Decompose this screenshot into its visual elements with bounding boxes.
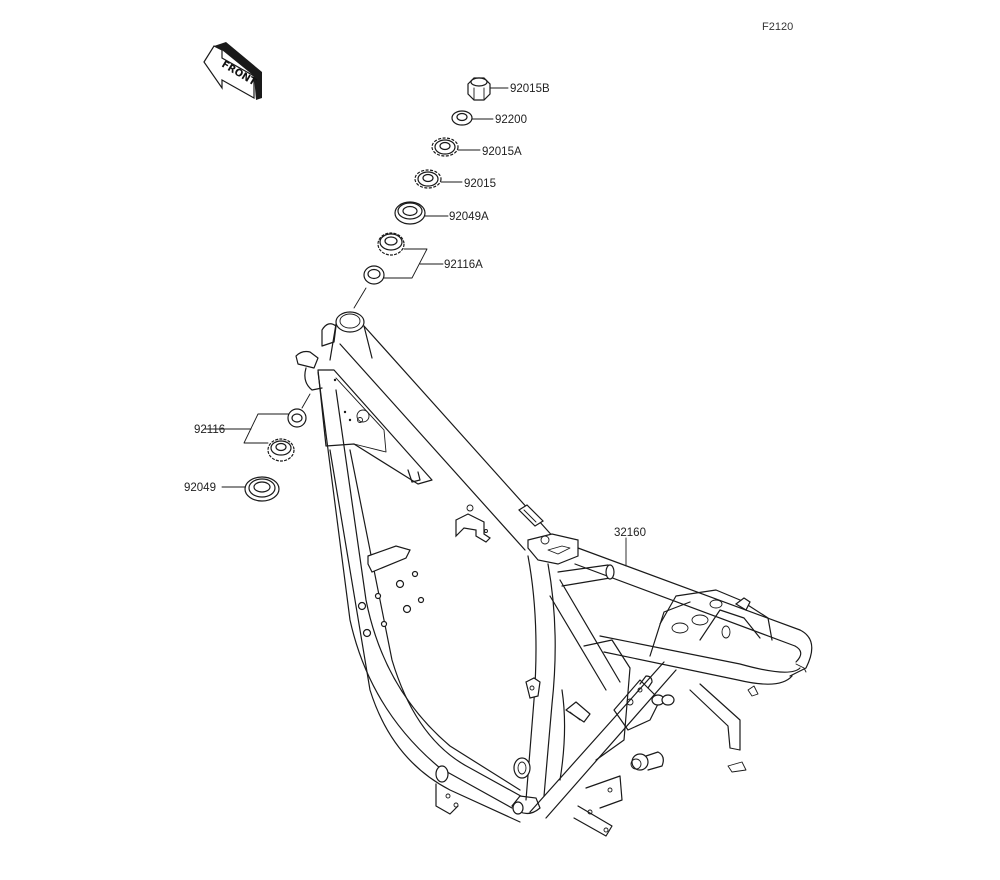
part-92015[interactable] [414,169,463,189]
callout-92015A: 92015A [482,146,522,158]
front-arrow-icon: FRONT [203,42,262,100]
part-92015A[interactable] [431,137,481,157]
part-92200[interactable] [451,110,494,126]
callout-92116: 92116 [194,424,225,436]
callout-92049A: 92049A [449,211,489,223]
callout-92116A: 92116A [444,259,483,271]
part-92015B[interactable] [467,77,509,101]
frame-32160[interactable] [295,311,813,837]
callout-92015: 92015 [464,178,496,190]
callout-92015B: 92015B [510,83,550,95]
part-92049[interactable] [221,476,280,502]
part-92116[interactable] [204,393,311,462]
figure-code: F2120 [762,21,793,33]
part-92049A[interactable] [394,201,449,225]
callout-92200: 92200 [495,114,527,126]
part-92116A[interactable] [363,232,444,285]
callout-92049: 92049 [184,482,216,494]
callout-32160: 32160 [614,527,646,539]
